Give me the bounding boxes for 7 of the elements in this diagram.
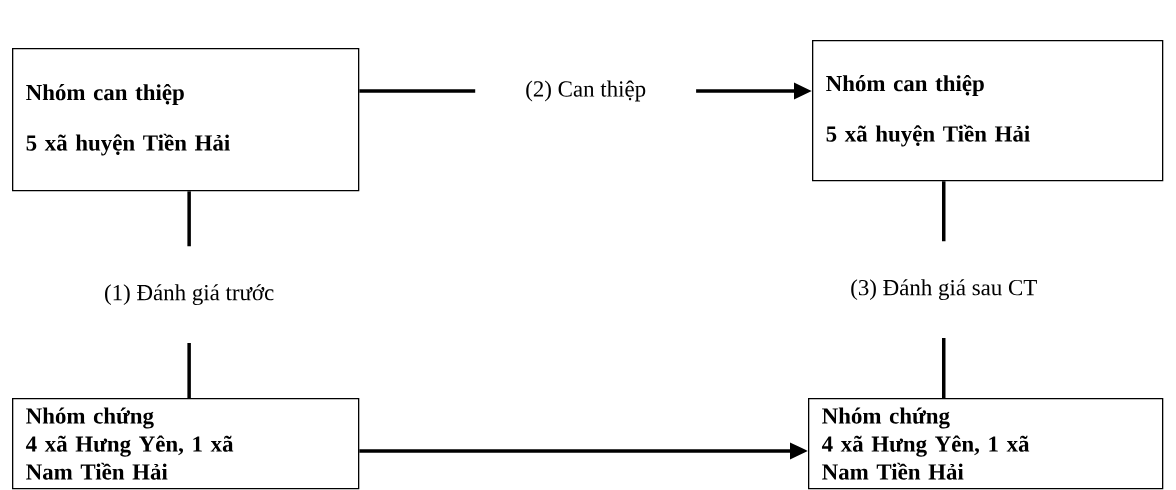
edge-label: (2) Can thiệp <box>475 72 697 110</box>
group-box: Nhóm can thiệp 5 xã huyện Tiền Hải <box>12 48 360 192</box>
group-box: Nhóm chứng 4 xã Hưng Yên, 1 xã Nam Tiền Hải <box>808 398 1164 490</box>
edge-label: (1) Đánh giá trước <box>100 246 279 344</box>
edge-label: (3) Đánh giá sau CT <box>846 241 1042 339</box>
group-box: Nhóm can thiệp 5 xã huyện Tiền Hải <box>812 40 1164 182</box>
group-box: Nhóm chứng 4 xã Hưng Yên, 1 xã Nam Tiền Hải <box>12 398 360 490</box>
